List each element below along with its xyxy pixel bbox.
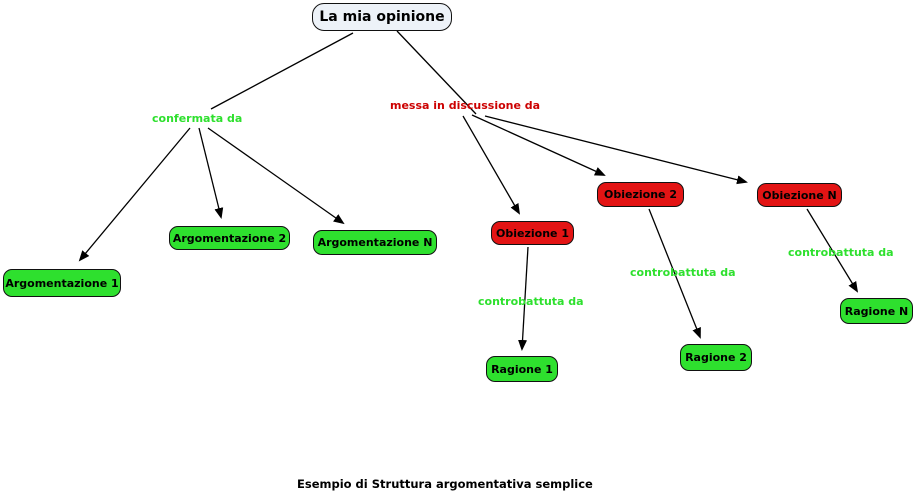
edge-to-obiezione-n (484, 115, 748, 185)
node-ragione-1[interactable]: Ragione 1 (486, 356, 558, 382)
link-label-confermata-da[interactable]: confermata da (152, 112, 243, 125)
node-obiezione-1[interactable]: Obiezione 1 (491, 221, 574, 245)
edge-root-to-confermata (210, 32, 354, 110)
node-argomentazione-n[interactable]: Argomentazione N (313, 230, 437, 255)
diagram-caption: Esempio di Struttura argomentativa sempl… (297, 477, 593, 491)
node-la-mia-opinione[interactable]: La mia opinione (312, 3, 452, 31)
link-label-controbattuta-da-n[interactable]: controbattuta da (788, 246, 894, 259)
node-argomentazione-2[interactable]: Argomentazione 2 (169, 226, 290, 250)
node-ragione-n[interactable]: Ragione N (840, 298, 913, 324)
edge-to-argomentazione-n (207, 127, 345, 225)
edge-to-argomentazione-2 (198, 127, 224, 219)
edge-to-obiezione-2 (471, 114, 606, 176)
node-obiezione-2[interactable]: Obiezione 2 (597, 182, 684, 207)
link-label-controbattuta-da-2[interactable]: controbattuta da (630, 266, 736, 279)
link-label-messa-in-discussione-da[interactable]: messa in discussione da (390, 99, 541, 112)
link-label-controbattuta-da-1[interactable]: controbattuta da (478, 295, 584, 308)
edge-to-obiezione-1 (462, 115, 520, 215)
node-obiezione-n[interactable]: Obiezione N (757, 183, 842, 207)
node-ragione-2[interactable]: Ragione 2 (680, 344, 752, 371)
node-argomentazione-1[interactable]: Argomentazione 1 (3, 269, 121, 297)
